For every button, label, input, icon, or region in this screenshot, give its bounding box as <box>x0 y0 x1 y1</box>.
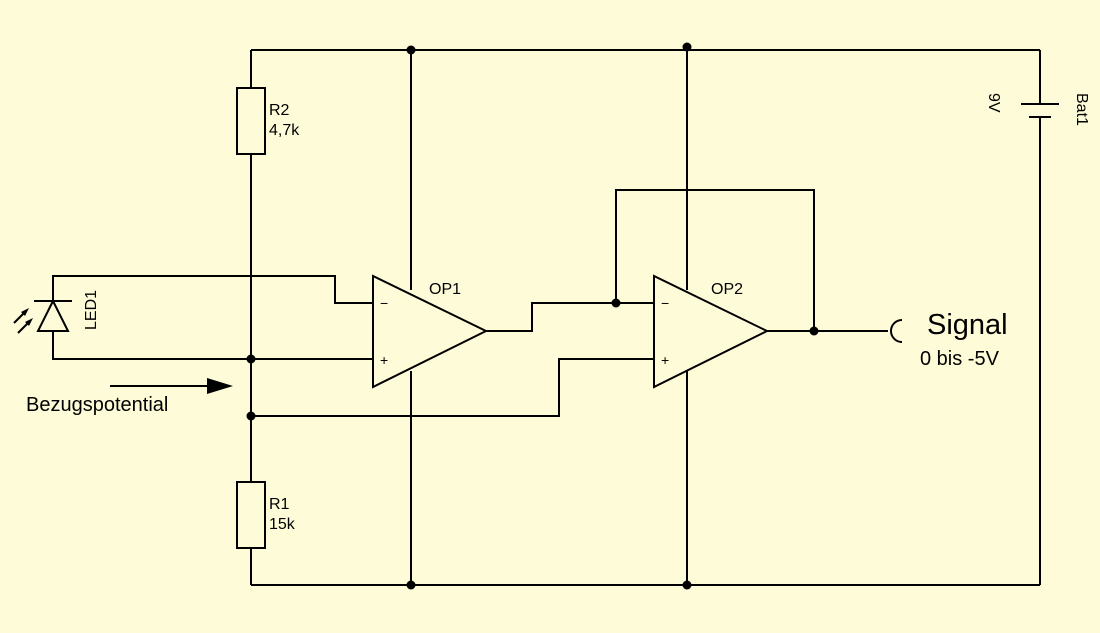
opamp-op1-noninverting-sign: + <box>380 352 388 368</box>
opamp-op2: − + OP2 <box>653 274 770 389</box>
opamp-op1-triangle <box>372 274 489 389</box>
resistor-r1-value: 15k <box>269 516 296 533</box>
resistor-r2-name: R2 <box>269 102 290 119</box>
wire-ref-to-op2-plus <box>251 358 654 417</box>
wire-led-to-op1-minus <box>52 275 373 304</box>
light-arrows-icon <box>13 308 33 334</box>
photodiode-label: LED1 <box>83 290 100 330</box>
resistor-r2-body <box>236 87 266 155</box>
resistor-r2: R2 4,7k <box>236 87 300 155</box>
resistor-r2-value: 4,7k <box>269 122 300 139</box>
junction-dot <box>246 354 256 364</box>
opamp-op1-label: OP1 <box>429 281 461 298</box>
junctions <box>246 42 819 590</box>
reference-arrow: Bezugspotential <box>26 378 233 416</box>
reference-label: Bezugspotential <box>26 394 168 416</box>
signal-range-label: 0 bis -5V <box>920 348 1000 370</box>
opamp-op2-noninverting-sign: + <box>661 352 669 368</box>
wires <box>52 47 1041 586</box>
junction-dot <box>611 298 621 308</box>
opamp-op2-triangle <box>653 274 770 389</box>
junction-dot <box>682 580 692 590</box>
wire-op1-out-to-op2-minus <box>486 302 654 332</box>
resistor-r1: R1 15k <box>236 481 296 549</box>
battery-bat1: Bat1 9V <box>985 93 1090 126</box>
junction-dot <box>682 42 692 52</box>
junction-dot <box>809 326 819 336</box>
opamp-op2-inverting-sign: − <box>661 295 669 311</box>
wire-led-to-op1-plus <box>52 331 373 360</box>
opamp-op1-inverting-sign: − <box>380 295 388 311</box>
photodiode-led1: LED1 <box>13 290 100 334</box>
resistor-r1-name: R1 <box>269 496 290 513</box>
battery-name: Bat1 <box>1073 93 1090 126</box>
wire-op2-feedback <box>615 189 815 331</box>
junction-dot <box>246 411 256 421</box>
junction-dot <box>406 45 416 55</box>
resistor-r1-body <box>236 481 266 549</box>
signal-terminal: Signal 0 bis -5V <box>890 309 1008 370</box>
signal-socket-icon <box>890 319 903 343</box>
opamp-op2-label: OP2 <box>711 281 743 298</box>
photodiode-triangle <box>36 298 70 332</box>
opamp-op1: − + OP1 <box>372 274 489 389</box>
junction-dot <box>406 580 416 590</box>
signal-label: Signal <box>927 309 1008 341</box>
arrow-right-icon <box>207 378 233 394</box>
battery-value: 9V <box>985 93 1002 113</box>
